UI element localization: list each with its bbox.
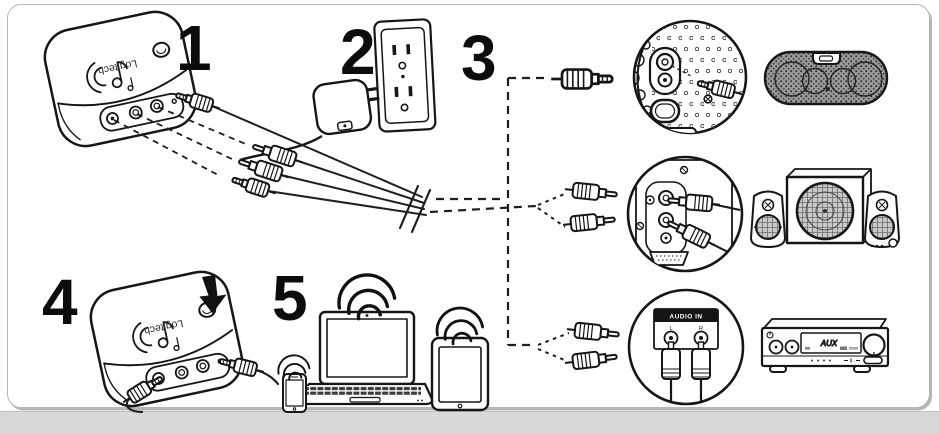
speaker-system-2-1	[750, 168, 900, 248]
power-adapter-illustration	[239, 78, 380, 162]
left-channel-label: L	[669, 326, 672, 332]
webcam-dot	[365, 314, 369, 317]
branch-split-dashes	[537, 192, 570, 362]
audio-in-label-bar	[654, 309, 718, 322]
receiver-foot	[769, 365, 787, 373]
satellite-speaker-left	[750, 190, 786, 248]
cable-break-mark	[410, 188, 432, 234]
cable-break-mark	[398, 184, 420, 230]
receiver-foot	[853, 365, 871, 373]
laptop	[296, 310, 434, 406]
aux-plug	[549, 68, 614, 90]
step-5-number: 5	[272, 262, 308, 334]
plugged-cables	[118, 353, 280, 414]
cable-converge-lines	[211, 105, 432, 234]
step-2-number: 2	[340, 16, 376, 88]
power-outlet-illustration	[373, 18, 437, 133]
down-arrow-icon	[199, 275, 227, 314]
right-channel-label: R	[699, 326, 703, 332]
volume-knob	[862, 333, 886, 357]
smartphone	[282, 373, 307, 413]
step-3-number: 3	[461, 22, 497, 94]
keyboard	[307, 386, 421, 396]
audio-in-label: AUDIO IN	[669, 314, 702, 321]
adapter-step4: Logitech	[84, 265, 280, 414]
rca-plug	[563, 348, 619, 372]
rca-plug	[661, 341, 681, 404]
jack-guide-dashes	[113, 106, 249, 177]
rca-plug	[563, 180, 619, 204]
rca-plug	[691, 341, 711, 404]
trackpad	[349, 396, 381, 403]
rca-plug	[565, 320, 621, 344]
step-1-number: 1	[176, 12, 212, 84]
inset-boombox-aux	[632, 19, 748, 135]
inset-subwoofer-rca	[626, 155, 744, 273]
step-4-number: 4	[42, 266, 78, 338]
receiver-display-text: AUX	[820, 339, 838, 348]
footer-strip	[0, 411, 939, 434]
boombox-speaker	[763, 50, 889, 106]
subwoofer	[785, 168, 872, 245]
adapter-step1: Logitech	[38, 5, 306, 202]
rca-plug	[561, 210, 617, 234]
disc-slot	[863, 356, 883, 365]
inset-audio-in: AUDIO IN L R	[627, 288, 745, 406]
av-receiver: AUX	[760, 318, 890, 373]
tablet	[430, 336, 490, 412]
satellite-speaker-right	[864, 190, 900, 248]
connection-trunk-dashes	[429, 76, 548, 347]
